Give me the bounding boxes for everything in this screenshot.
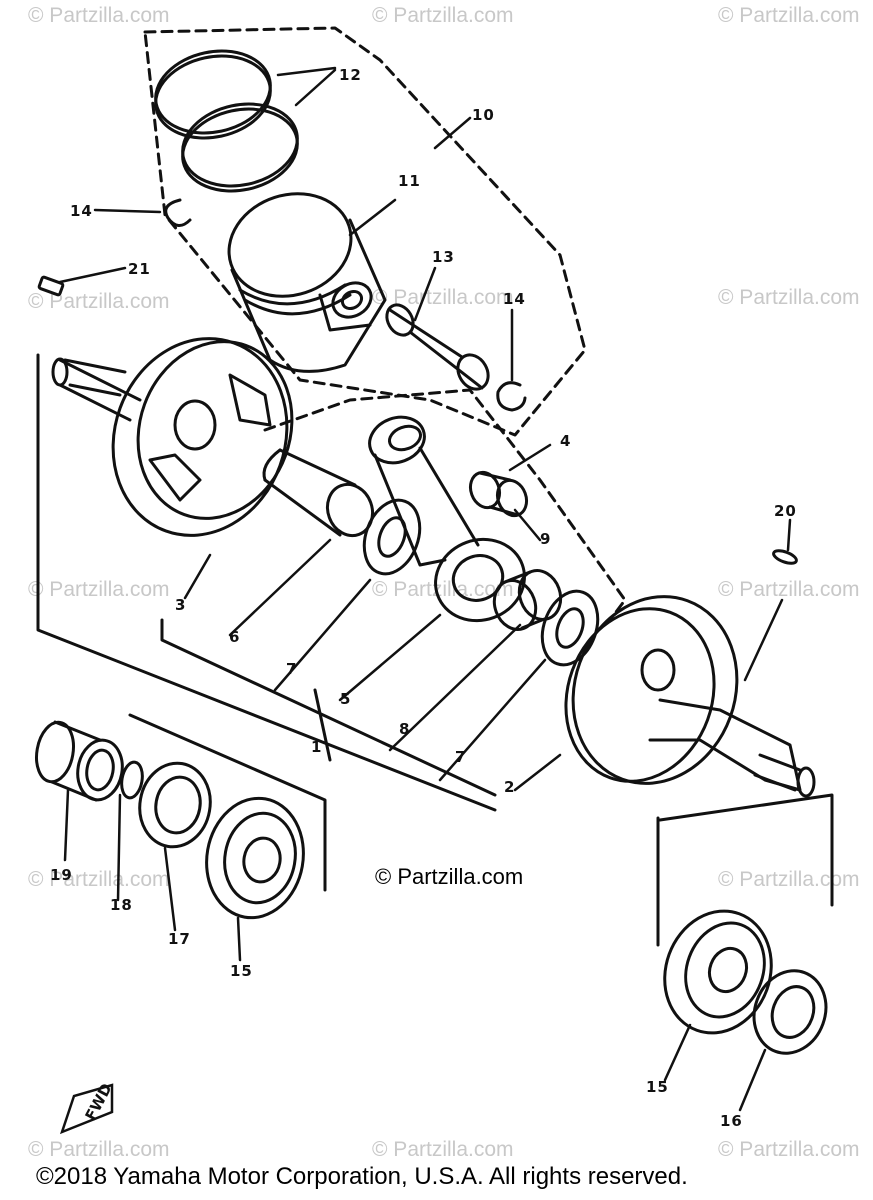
- copyright-notice: ©2018 Yamaha Motor Corporation, U.S.A. A…: [36, 1163, 688, 1190]
- watermark: © Partzilla.com: [372, 1138, 514, 1161]
- center-watermark: © Partzilla.com: [375, 864, 524, 889]
- watermark: © Partzilla.com: [372, 578, 514, 601]
- callout-7a: 7: [286, 660, 298, 678]
- callout-11: 11: [398, 172, 421, 190]
- watermark: © Partzilla.com: [718, 286, 860, 309]
- crank-wheel-left: [51, 337, 294, 537]
- callout-7b: 7: [455, 748, 467, 766]
- callout-14a: 14: [70, 202, 93, 220]
- circlip-right: [496, 381, 527, 412]
- callout-5: 5: [340, 690, 352, 708]
- o-ring: [120, 760, 144, 800]
- callout-21: 21: [128, 260, 151, 278]
- callout-6: 6: [229, 628, 241, 646]
- callout-16: 16: [720, 1112, 743, 1130]
- piston: [227, 192, 387, 373]
- thrust-washer: [540, 589, 600, 667]
- callout-10: 10: [472, 106, 495, 124]
- callout-15b: 15: [646, 1078, 669, 1096]
- watermark: © Partzilla.com: [718, 4, 860, 27]
- watermark: © Partzilla.com: [28, 1138, 170, 1161]
- piston-pin: [385, 303, 490, 391]
- callout-3: 3: [175, 596, 187, 614]
- piston-assembly-outline: [143, 26, 587, 437]
- watermark: © Partzilla.com: [28, 4, 170, 27]
- big-end-bearing: [492, 569, 563, 631]
- callout-9: 9: [540, 530, 552, 548]
- thrust-washer: [362, 498, 422, 576]
- collar: [35, 720, 124, 802]
- key: [37, 275, 65, 297]
- connecting-rod: [368, 415, 526, 623]
- callout-19: 19: [50, 866, 73, 884]
- bearing-left: [205, 796, 305, 920]
- watermark: © Partzilla.com: [718, 1138, 860, 1161]
- forward-arrow-icon: [59, 1083, 114, 1135]
- callout-17: 17: [168, 930, 191, 948]
- callout-15a: 15: [230, 962, 253, 980]
- callout-8: 8: [399, 720, 411, 738]
- watermark: © Partzilla.com: [718, 578, 860, 601]
- watermark: © Partzilla.com: [28, 868, 170, 891]
- crank-pin: [262, 448, 375, 538]
- woodruff-key: [772, 549, 798, 565]
- watermark: © Partzilla.com: [718, 868, 860, 891]
- watermark: © Partzilla.com: [372, 286, 514, 309]
- callout-4: 4: [560, 432, 572, 450]
- small-end-bearing: [468, 470, 529, 518]
- oil-seal: [138, 761, 212, 849]
- callout-20: 20: [774, 502, 797, 520]
- callout-1: 1: [311, 738, 323, 756]
- bearing-right: [663, 909, 773, 1035]
- callout-13: 13: [432, 248, 455, 266]
- watermark: © Partzilla.com: [28, 578, 170, 601]
- watermark: © Partzilla.com: [372, 4, 514, 27]
- callout-14b: 14: [503, 290, 526, 308]
- circlip-left: [164, 198, 192, 227]
- callout-12: 12: [339, 66, 362, 84]
- oil-seal-right: [752, 969, 828, 1055]
- callout-2: 2: [504, 778, 516, 796]
- crank-wheel-right: [564, 595, 816, 798]
- watermark: © Partzilla.com: [28, 290, 170, 313]
- callout-18: 18: [110, 896, 133, 914]
